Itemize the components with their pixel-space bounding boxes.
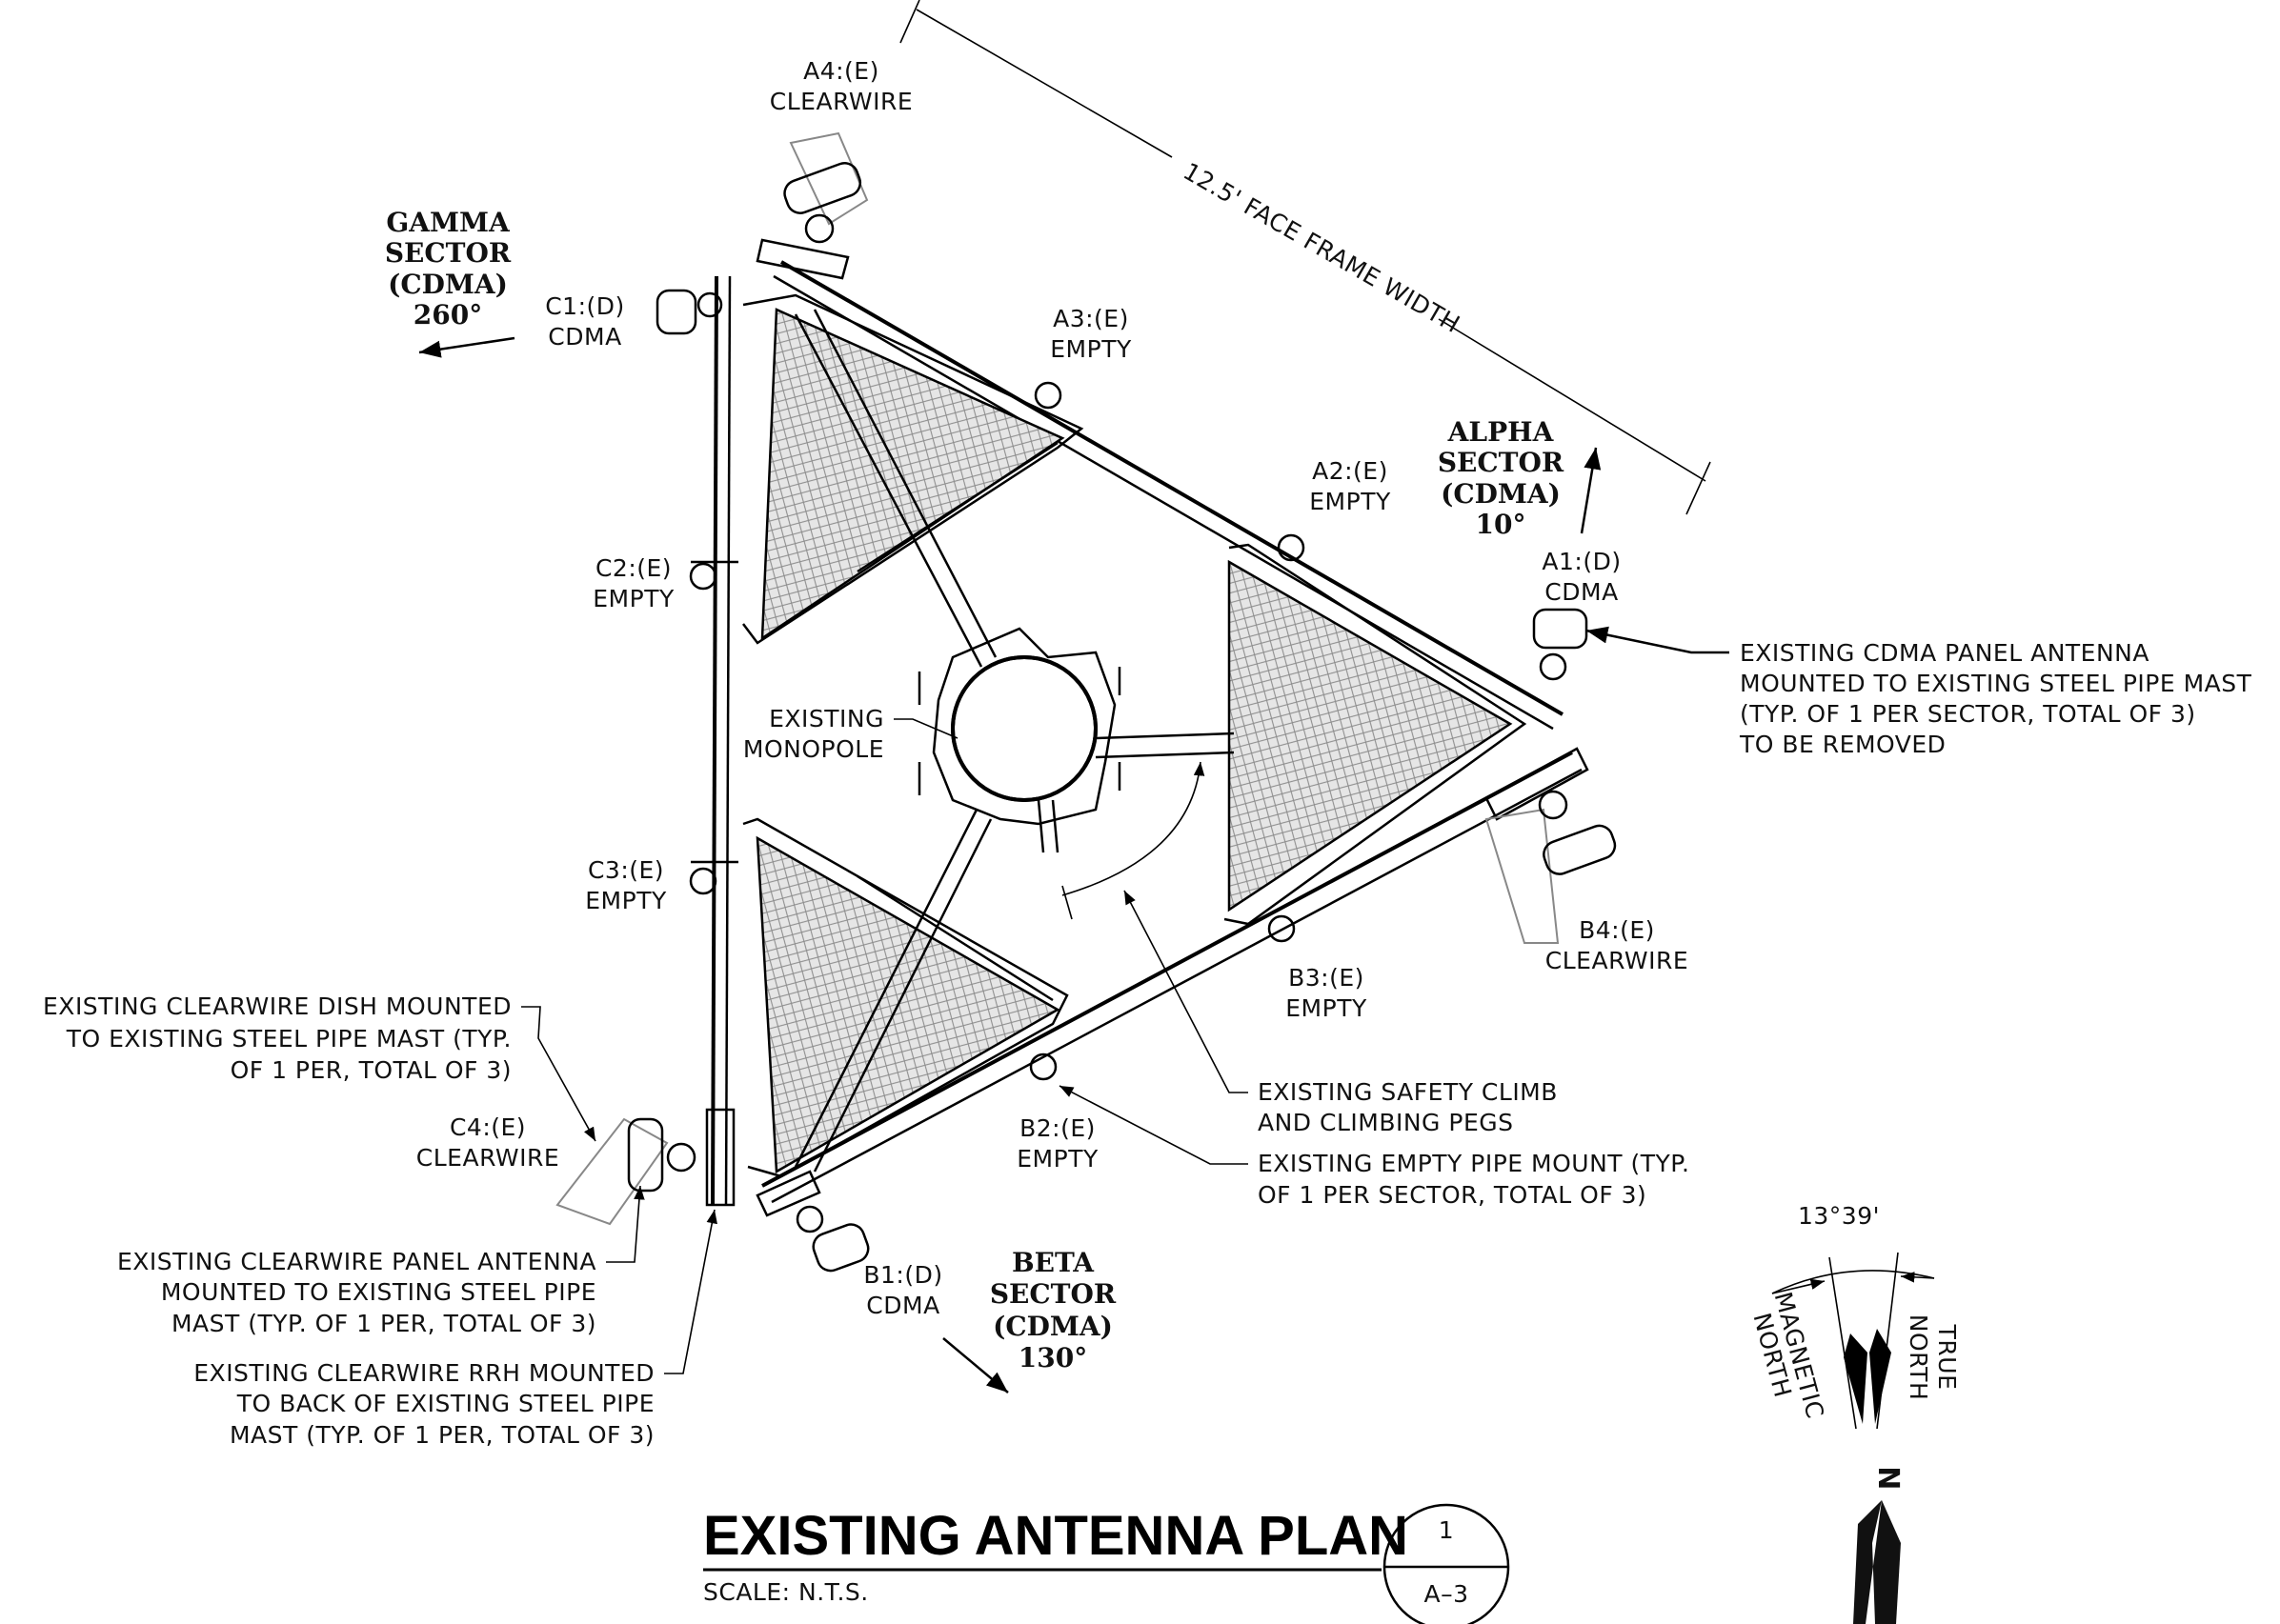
a1-label-id: A1:(D) bbox=[1542, 548, 1621, 575]
sheet-number: A–3 bbox=[1423, 1580, 1468, 1608]
declination-label: 13°39' bbox=[1798, 1202, 1880, 1230]
clearwire-panel-line3: MAST (TYP. OF 1 PER, TOTAL OF 3) bbox=[172, 1310, 596, 1337]
clearwire-dish-line2: TO EXISTING STEEL PIPE MAST (TYP. bbox=[66, 1025, 512, 1053]
c2-label-id: C2:(E) bbox=[595, 554, 672, 582]
sector-alpha-line1: ALPHA bbox=[1447, 416, 1555, 448]
b4-clearwire-dish bbox=[1484, 790, 1617, 944]
sector-alpha-line3: (CDMA) bbox=[1441, 478, 1561, 510]
sector-gamma-line4: 260° bbox=[414, 299, 482, 331]
note-safety-climb: EXISTING SAFETY CLIMB AND CLIMBING PEGS bbox=[1061, 761, 1558, 1136]
monopole-line2: MONOPOLE bbox=[743, 735, 884, 763]
b2-pipe-mount bbox=[1029, 1053, 1058, 1081]
sector-gamma: GAMMA SECTOR (CDMA) 260° bbox=[385, 207, 515, 358]
sector-gamma-line3: (CDMA) bbox=[388, 269, 508, 300]
platform-frame bbox=[711, 238, 1589, 1217]
note-clearwire-rrh: EXISTING CLEARWIRE RRH MOUNTED TO BACK O… bbox=[193, 1209, 717, 1449]
b1-cdma-panel bbox=[796, 1205, 870, 1273]
true-north-line1: TRUE bbox=[1933, 1324, 1961, 1391]
scale-label: SCALE: N.T.S. bbox=[703, 1578, 869, 1606]
b3-label-type: EMPTY bbox=[1285, 994, 1367, 1022]
note-cdma-panel: EXISTING CDMA PANEL ANTENNA MOUNTED TO E… bbox=[1585, 626, 2252, 758]
c1-label-type: CDMA bbox=[548, 323, 621, 351]
a2-pipe-mount bbox=[1277, 533, 1305, 562]
c2-label-type: EMPTY bbox=[593, 585, 675, 612]
mesh-grating-alpha bbox=[1227, 559, 1513, 912]
c3-pipe-mount bbox=[689, 860, 738, 895]
a2-label-id: A2:(E) bbox=[1312, 457, 1388, 485]
mesh-grating-beta bbox=[756, 835, 1060, 1174]
cdma-panel-line1: EXISTING CDMA PANEL ANTENNA bbox=[1740, 639, 2149, 667]
clearwire-panel-line1: EXISTING CLEARWIRE PANEL ANTENNA bbox=[117, 1248, 596, 1275]
b4-label-type: CLEARWIRE bbox=[1545, 947, 1688, 974]
clearwire-dish-line1: EXISTING CLEARWIRE DISH MOUNTED bbox=[43, 992, 512, 1020]
safety-climb-line2: AND CLIMBING PEGS bbox=[1258, 1109, 1514, 1136]
c3-label-id: C3:(E) bbox=[588, 856, 664, 884]
clearwire-rrh-line2: TO BACK OF EXISTING STEEL PIPE bbox=[236, 1390, 655, 1417]
sector-beta: BETA SECTOR (CDMA) 130° bbox=[942, 1247, 1117, 1393]
sector-beta-line4: 130° bbox=[1019, 1342, 1087, 1373]
plan-title: EXISTING ANTENNA PLAN bbox=[703, 1505, 1408, 1567]
sector-alpha-line4: 10° bbox=[1476, 509, 1526, 540]
clearwire-rrh-line1: EXISTING CLEARWIRE RRH MOUNTED bbox=[193, 1359, 655, 1387]
monopole-line1: EXISTING bbox=[769, 705, 884, 732]
sector-alpha-line2: SECTOR bbox=[1438, 447, 1564, 478]
face-pipe-alpha bbox=[779, 260, 1564, 716]
cdma-panel-line2: MOUNTED TO EXISTING STEEL PIPE MAST bbox=[1740, 670, 2252, 697]
c4-label-type: CLEARWIRE bbox=[416, 1144, 559, 1172]
true-north-line2: NORTH bbox=[1905, 1314, 1932, 1401]
note-clearwire-dish: EXISTING CLEARWIRE DISH MOUNTED TO EXIST… bbox=[43, 992, 596, 1142]
a3-label-id: A3:(E) bbox=[1053, 305, 1129, 332]
face-pipe-beta bbox=[761, 751, 1573, 1188]
n-letter: N bbox=[1871, 1466, 1905, 1491]
cdma-panel-line3: (TYP. OF 1 PER SECTOR, TOTAL OF 3) bbox=[1740, 700, 2196, 728]
clearwire-dish-line3: OF 1 PER, TOTAL OF 3) bbox=[231, 1056, 512, 1084]
sector-beta-line3: (CDMA) bbox=[993, 1311, 1113, 1342]
note-monopole: EXISTING MONOPOLE bbox=[743, 705, 958, 763]
b3-pipe-mount bbox=[1267, 914, 1296, 943]
b2-label-id: B2:(E) bbox=[1019, 1114, 1096, 1142]
monopole bbox=[918, 627, 1121, 853]
c4-clearwire-dish bbox=[555, 1108, 736, 1226]
clearwire-panel-line2: MOUNTED TO EXISTING STEEL PIPE bbox=[161, 1278, 596, 1306]
a1-label-type: CDMA bbox=[1544, 578, 1618, 606]
detail-number: 1 bbox=[1439, 1516, 1454, 1544]
note-empty-mount: EXISTING EMPTY PIPE MOUNT (TYP. OF 1 PER… bbox=[1059, 1085, 1689, 1209]
a3-label-type: EMPTY bbox=[1050, 335, 1132, 363]
a4-clearwire-dish bbox=[783, 131, 869, 244]
position-labels: A4:(E) CLEARWIRE A3:(E) EMPTY A2:(E) EMP… bbox=[416, 57, 1688, 1319]
antenna-symbols bbox=[555, 131, 1617, 1273]
b3-label-id: B3:(E) bbox=[1288, 964, 1364, 992]
c3-label-type: EMPTY bbox=[585, 887, 667, 914]
sector-beta-line1: BETA bbox=[1012, 1247, 1095, 1278]
c1-label-id: C1:(D) bbox=[545, 292, 625, 320]
a2-label-type: EMPTY bbox=[1309, 488, 1391, 515]
c1-cdma-panel bbox=[656, 289, 723, 335]
sector-beta-line2: SECTOR bbox=[990, 1278, 1117, 1310]
a3-pipe-mount bbox=[1034, 381, 1062, 410]
title-block: EXISTING ANTENNA PLAN SCALE: N.T.S. 1 A–… bbox=[703, 1503, 1510, 1624]
clearwire-rrh-line3: MAST (TYP. OF 1 PER, TOTAL OF 3) bbox=[230, 1421, 655, 1449]
face-frame-width-label: 12.5' FACE FRAME WIDTH bbox=[1179, 157, 1464, 338]
sector-alpha: ALPHA SECTOR (CDMA) 10° bbox=[1438, 416, 1602, 540]
a4-label-id: A4:(E) bbox=[803, 57, 879, 85]
empty-mount-line2: OF 1 PER SECTOR, TOTAL OF 3) bbox=[1258, 1181, 1646, 1209]
empty-mount-line1: EXISTING EMPTY PIPE MOUNT (TYP. bbox=[1258, 1150, 1689, 1177]
safety-climb-line1: EXISTING SAFETY CLIMB bbox=[1258, 1078, 1558, 1106]
b4-label-id: B4:(E) bbox=[1579, 916, 1655, 944]
b1-label-type: CDMA bbox=[866, 1292, 939, 1319]
sector-gamma-line1: GAMMA bbox=[386, 207, 511, 238]
c2-pipe-mount bbox=[689, 560, 738, 591]
sector-gamma-line2: SECTOR bbox=[385, 237, 512, 269]
a4-label-type: CLEARWIRE bbox=[770, 88, 913, 115]
c4-label-id: C4:(E) bbox=[450, 1113, 526, 1141]
north-arrow: 13°39' TRUE NORTH MAGNETIC NORTH N bbox=[1747, 1202, 1961, 1624]
a1-cdma-panel bbox=[1532, 608, 1588, 681]
cdma-panel-line4: TO BE REMOVED bbox=[1739, 731, 1946, 758]
b2-label-type: EMPTY bbox=[1017, 1145, 1099, 1173]
face-pipe-left bbox=[711, 275, 718, 1206]
b1-label-id: B1:(D) bbox=[863, 1261, 942, 1289]
note-clearwire-panel: EXISTING CLEARWIRE PANEL ANTENNA MOUNTED… bbox=[117, 1185, 645, 1337]
